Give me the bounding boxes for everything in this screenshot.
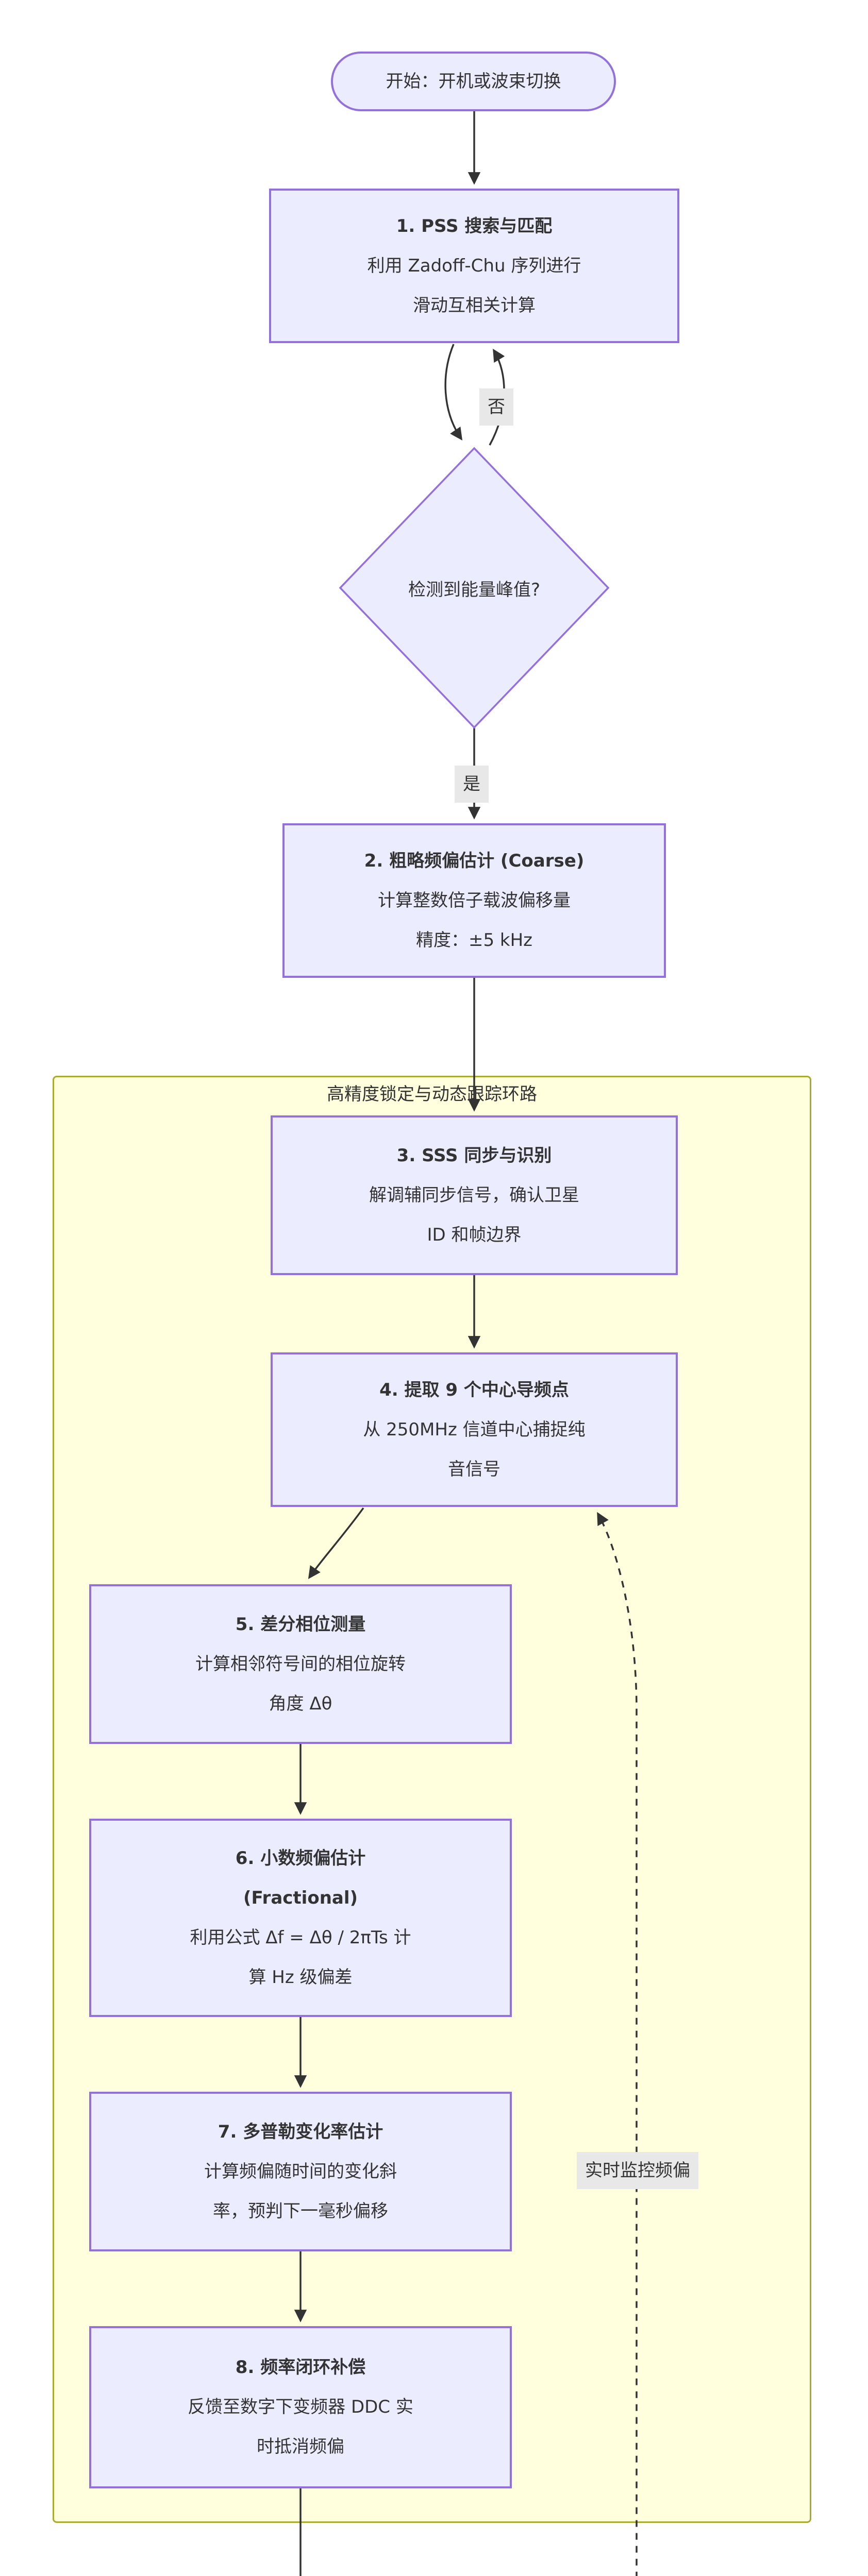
- node-7-line: 率，预判下一毫秒偏移: [213, 2200, 388, 2222]
- node-6-line: 利用公式 Δf = Δθ / 2πTs 计: [190, 1927, 411, 1948]
- node-5-line: 计算相邻符号间的相位旋转: [195, 1653, 406, 1674]
- edge-pilot-to-phase: [308, 1507, 364, 1580]
- node-1-line: 利用 Zadoff-Chu 序列进行: [367, 255, 581, 276]
- node-4-line: 从 250MHz 信道中心捕捉纯: [363, 1419, 586, 1440]
- node-8-line: 反馈至数字下变频器 DDC 实: [188, 2397, 413, 2417]
- node-decision-energy-peak: 检测到能量峰值?: [340, 448, 608, 727]
- node-5-title: 5. 差分相位测量: [235, 1614, 366, 1635]
- edge-pss-to-decision: [444, 344, 463, 441]
- node-6-line: 算 Hz 级偏差: [248, 1967, 353, 1988]
- node-5-line: 角度 Δθ: [269, 1693, 332, 1714]
- decision-diamond-shape: [339, 447, 610, 729]
- node-6-fractional-estimate: 6. 小数频偏估计 (Fractional) 利用公式 Δf = Δθ / 2π…: [89, 1819, 512, 2017]
- edge-lock-monitor-to-pilot: [597, 1512, 638, 2576]
- subgraph-tracking-loop: [53, 1076, 811, 2523]
- node-7-title: 7. 多普勒变化率估计: [218, 2121, 383, 2142]
- node-6-title: 6. 小数频偏估计: [235, 1848, 366, 1869]
- node-1-title: 1. PSS 搜索与匹配: [396, 215, 553, 236]
- node-5-differential-phase: 5. 差分相位测量 计算相邻符号间的相位旋转 角度 Δθ: [89, 1584, 512, 1744]
- node-start: 开始：开机或波束切换: [331, 52, 616, 111]
- subgraph-title: 高精度锁定与动态跟踪环路: [327, 1084, 537, 1105]
- node-3-line: 解调辅同步信号，确认卫星: [369, 1184, 579, 1206]
- node-1-pss-search: 1. PSS 搜索与匹配 利用 Zadoff-Chu 序列进行 滑动互相关计算: [269, 189, 679, 343]
- node-2-title: 2. 粗略频偏估计 (Coarse): [364, 850, 585, 871]
- edge-label-yes: 是: [455, 766, 489, 803]
- node-decision-label: 检测到能量峰值?: [408, 579, 541, 600]
- node-8-title: 8. 频率闭环补偿: [235, 2357, 366, 2378]
- node-7-line: 计算频偏随时间的变化斜: [204, 2161, 397, 2182]
- node-1-line: 滑动互相关计算: [413, 295, 536, 316]
- node-8-line: 时抵消频偏: [257, 2436, 344, 2457]
- node-4-title: 4. 提取 9 个中心导频点: [379, 1379, 569, 1400]
- node-7-doppler-rate: 7. 多普勒变化率估计 计算频偏随时间的变化斜 率，预判下一毫秒偏移: [89, 2092, 512, 2251]
- node-6-title2: (Fractional): [243, 1887, 358, 1908]
- node-3-sss-sync: 3. SSS 同步与识别 解调辅同步信号，确认卫星 ID 和帧边界: [271, 1115, 678, 1275]
- node-2-coarse-estimate: 2. 粗略频偏估计 (Coarse) 计算整数倍子载波偏移量 精度：±5 kHz: [282, 823, 666, 978]
- edge-label-no: 否: [479, 388, 513, 426]
- node-3-title: 3. SSS 同步与识别: [396, 1145, 552, 1166]
- node-3-line: ID 和帧边界: [427, 1224, 522, 1245]
- node-4-line: 音信号: [448, 1459, 500, 1480]
- node-2-line: 计算整数倍子载波偏移量: [378, 890, 571, 911]
- node-start-label: 开始：开机或波束切换: [386, 71, 561, 92]
- node-8-closed-loop: 8. 频率闭环补偿 反馈至数字下变频器 DDC 实 时抵消频偏: [89, 2326, 512, 2488]
- edge-label-monitor: 实时监控频偏: [577, 2152, 698, 2189]
- node-4-pilot-extract: 4. 提取 9 个中心导频点 从 250MHz 信道中心捕捉纯 音信号: [271, 1352, 678, 1507]
- node-2-line: 精度：±5 kHz: [415, 929, 533, 951]
